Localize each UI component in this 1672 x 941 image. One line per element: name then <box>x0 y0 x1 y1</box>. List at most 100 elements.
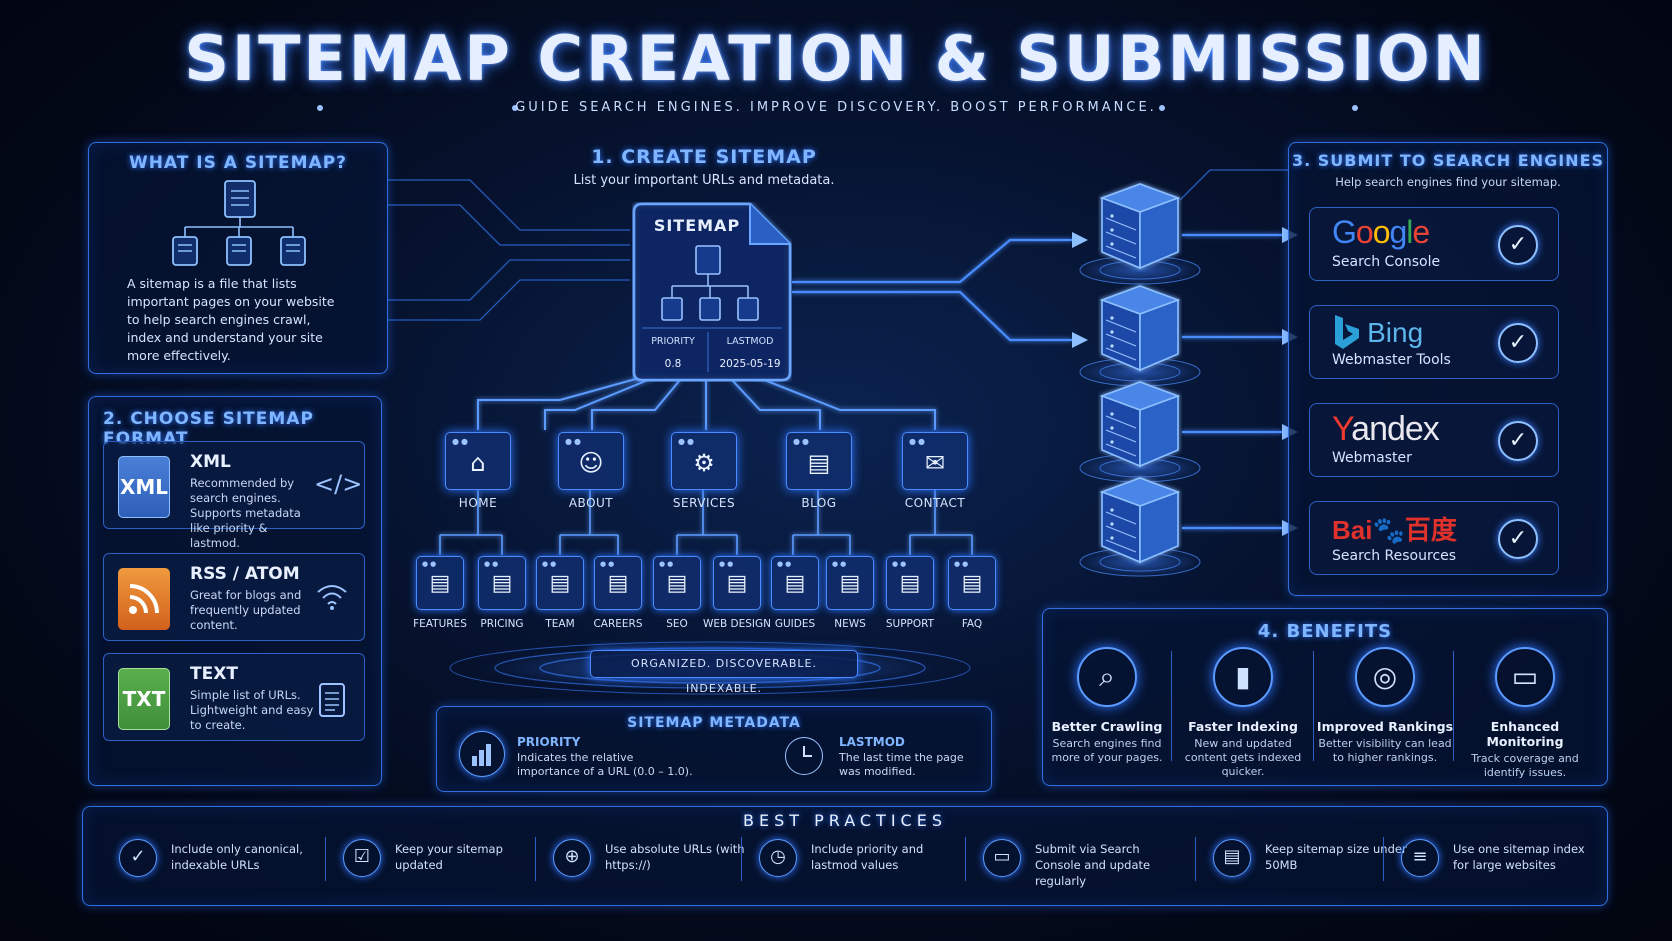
best-practice-item: ▭ Submit via Search Console and update re… <box>983 833 1193 889</box>
document-icon: ▤ <box>549 571 571 596</box>
clock-icon <box>785 737 823 775</box>
format-card-rss[interactable]: RSS / ATOM Great for blogs and frequentl… <box>103 553 365 641</box>
best-practices-panel: BEST PRACTICES ✓Include only canonical, … <box>82 806 1608 906</box>
document-icon <box>314 682 350 717</box>
tree-leaf-support[interactable]: ●●▤ <box>886 556 934 610</box>
bar-chart-icon <box>459 731 505 777</box>
target-icon: ◎ <box>1355 647 1415 707</box>
engine-card-yandex[interactable]: Yandex Y Webmaster ✓ <box>1309 403 1559 477</box>
tree-node-home[interactable]: ●●⌂ <box>445 432 511 490</box>
divider <box>1195 837 1196 881</box>
create-sitemap-title: 1. CREATE SITEMAP <box>591 146 817 168</box>
benefit-title: Faster Indexing <box>1188 719 1298 734</box>
engine-card-google[interactable]: Google Search Console ✓ <box>1309 207 1559 281</box>
tree-node-about[interactable]: ●●☺ <box>558 432 624 490</box>
tree-leaf-label: SUPPORT <box>885 618 935 630</box>
page-title: SITEMAP CREATION & SUBMISSION <box>184 22 1488 95</box>
format-name: TEXT <box>190 664 238 684</box>
best-practice-text: Submit via Search Console and update reg… <box>1035 842 1151 888</box>
engine-sub: Search Resources <box>1332 548 1457 564</box>
check-icon: ✓ <box>1498 421 1538 461</box>
code-icon: </> <box>314 470 363 498</box>
engine-card-baidu[interactable]: Bai🐾百度 Search Resources ✓ <box>1309 501 1559 575</box>
document-icon: ▤ <box>491 571 513 596</box>
priority-value: 0.8 <box>664 358 682 370</box>
document-icon: ▤ <box>839 571 861 596</box>
divider <box>1383 837 1384 881</box>
sitemap-metadata-panel: SITEMAP METADATA PRIORITY Indicates the … <box>436 706 992 792</box>
tree-node-services[interactable]: ●●⚙ <box>671 432 737 490</box>
format-desc: Great for blogs and frequently updated c… <box>190 588 302 632</box>
best-practice-text: Keep your sitemap updated <box>395 842 503 872</box>
submit-subtitle: Help search engines find your sitemap. <box>1335 175 1561 189</box>
wifi-icon <box>314 582 350 616</box>
benefit-desc: Track coverage and identify issues. <box>1471 752 1579 779</box>
server-icon <box>1098 378 1181 470</box>
metadata-priority-title: PRIORITY <box>517 735 581 749</box>
best-practice-text: Use one sitemap index for large websites <box>1453 842 1585 872</box>
tree-leaf-careers[interactable]: ●●▤ <box>594 556 642 610</box>
check-icon: ✓ <box>1498 519 1538 559</box>
tree-node-contact[interactable]: ●●✉ <box>902 432 968 490</box>
file-size-icon: ▤ <box>1213 839 1251 877</box>
engine-sub: Webmaster Tools <box>1332 352 1451 368</box>
tree-leaf-news[interactable]: ●●▤ <box>826 556 874 610</box>
tree-leaf-seo[interactable]: ●●▤ <box>653 556 701 610</box>
tree-leaf-label: FEATURES <box>413 618 467 630</box>
user-icon: ☺ <box>578 449 604 477</box>
yandex-y-accent: Y <box>1332 410 1355 448</box>
server-icon <box>1098 180 1181 272</box>
what-is-sitemap-panel: WHAT IS A SITEMAP? A sitemap is a file t… <box>88 142 388 374</box>
tree-leaf-features[interactable]: ●●▤ <box>416 556 464 610</box>
sitemap-file-card[interactable]: SITEMAP PRIORITY 0.8 LASTMOD 2025-05-19 <box>632 202 792 382</box>
tree-leaf-web-design[interactable]: ●●▤ <box>713 556 761 610</box>
best-practice-item: ≡ Use one sitemap index for large website… <box>1401 833 1611 889</box>
format-desc: Simple list of URLs. Lightweight and eas… <box>190 688 314 732</box>
submit-title: 3. SUBMIT TO SEARCH ENGINES <box>1291 151 1605 170</box>
tree-leaf-team[interactable]: ●●▤ <box>536 556 584 610</box>
txt-file-icon: TXT <box>118 668 170 730</box>
monitor-icon: ▭ <box>1495 647 1555 707</box>
format-card-xml[interactable]: XML XML Recommended by search engines. S… <box>103 441 365 550</box>
document-icon: ▤ <box>429 571 451 596</box>
globe-icon: ⊕ <box>553 839 591 877</box>
tree-leaf-faq[interactable]: ●●▤ <box>948 556 996 610</box>
metadata-title: SITEMAP METADATA <box>627 715 801 731</box>
lastmod-label: LASTMOD <box>726 336 774 347</box>
tree-leaf-label: FAQ <box>961 618 983 630</box>
best-practice-text: Use absolute URLs (with https://) <box>605 842 745 872</box>
benefit-title: Enhanced Monitoring <box>1486 719 1564 749</box>
benefit-title: Better Crawling <box>1051 719 1163 734</box>
tree-leaf-pricing[interactable]: ●●▤ <box>478 556 526 610</box>
engine-card-bing[interactable]: Bing Webmaster Tools ✓ <box>1309 305 1559 379</box>
monitor-icon: ▭ <box>983 839 1021 877</box>
tree-node-label: HOME <box>458 496 498 510</box>
engine-sub: Search Console <box>1332 254 1441 270</box>
check-icon: ✓ <box>1498 323 1538 363</box>
document-icon: ▤ <box>899 571 921 596</box>
tree-leaf-label: WEB DESIGN <box>702 618 772 630</box>
format-card-text[interactable]: TXT TEXT Simple list of URLs. Lightweigh… <box>103 653 365 741</box>
tree-leaf-label: TEAM <box>545 618 575 630</box>
priority-label: PRIORITY <box>651 336 695 347</box>
divider <box>535 837 536 881</box>
bing-logo: Bing <box>1332 314 1423 350</box>
sitemap-hierarchy-icon <box>172 180 306 266</box>
choose-format-panel: 2. CHOOSE SITEMAP FORMAT XML XML Recomme… <box>88 396 382 786</box>
tree-leaf-label: NEWS <box>834 618 866 630</box>
tree-node-blog[interactable]: ●●▤ <box>786 432 852 490</box>
check-icon: ✓ <box>1498 225 1538 265</box>
divider <box>965 837 966 881</box>
benefits-title: 4. BENEFITS <box>1257 621 1393 642</box>
document-icon: ▤ <box>666 571 688 596</box>
engine-sub: Webmaster <box>1332 450 1412 466</box>
tree-leaf-guides[interactable]: ●●▤ <box>771 556 819 610</box>
document-icon: ▤ <box>784 571 806 596</box>
list-icon: ≡ <box>1401 839 1439 877</box>
sitemap-file-label: SITEMAP <box>653 216 741 235</box>
best-practice-item: ☑Keep your sitemap updated <box>343 833 553 889</box>
tree-node-label: ABOUT <box>568 496 614 510</box>
best-practices-title: BEST PRACTICES <box>743 811 947 830</box>
